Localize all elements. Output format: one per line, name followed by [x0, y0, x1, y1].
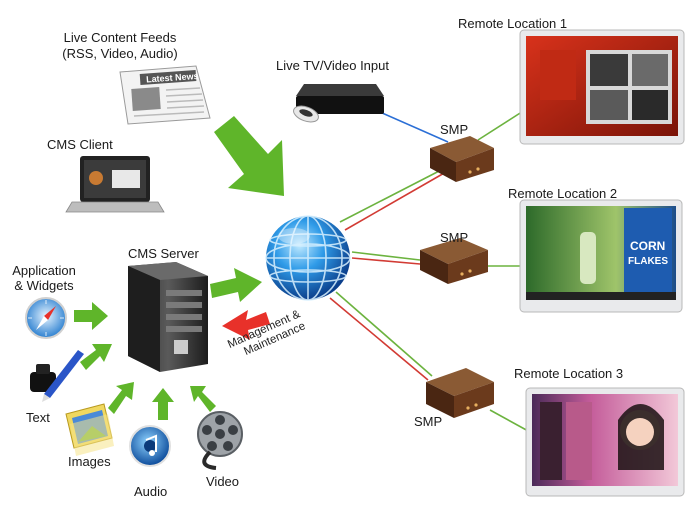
- remote-screen-1: [519, 29, 685, 145]
- input-arrows: [74, 268, 262, 420]
- arrow-server-to-globe-icon: [210, 268, 262, 302]
- images-icon: [65, 403, 114, 456]
- newspaper-icon: Latest News: [119, 65, 211, 125]
- remote-screen-3: [525, 387, 685, 497]
- video-label: Video: [206, 474, 240, 489]
- smp-box-3-icon: [426, 368, 494, 418]
- audio-icon: [129, 425, 171, 467]
- management-arrow-icon: [222, 310, 270, 340]
- line-globe-smp2-green: [351, 251, 421, 261]
- line-globe-smp2-red: [351, 257, 421, 265]
- text-ink-pen-icon: [30, 350, 84, 402]
- newspaper-title: Latest News: [146, 71, 199, 85]
- video-reel-icon: [197, 411, 243, 470]
- application-label-line1: Application: [12, 263, 76, 278]
- remote-screen-2: CORN FLAKES: [519, 199, 683, 313]
- arrow-video-icon: [190, 386, 216, 412]
- text-label: Text: [26, 410, 50, 425]
- smp-label-1: SMP: [440, 122, 469, 137]
- smp-box-2-icon: [420, 238, 488, 284]
- live-feeds-label-line1: Live Content Feeds: [63, 30, 177, 45]
- smp-label-3: SMP: [414, 414, 443, 429]
- laptop-icon: [65, 156, 165, 213]
- application-icon: [25, 297, 67, 339]
- cms-client-label: CMS Client: [47, 137, 113, 152]
- line-globe-smp1-red: [344, 171, 447, 231]
- arrow-app-icon: [74, 302, 108, 330]
- cms-server-label: CMS Server: [128, 246, 199, 261]
- audio-label: Audio: [134, 484, 168, 499]
- arrow-audio-icon: [152, 388, 174, 420]
- remote-location-1-label: Remote Location 1: [458, 16, 568, 31]
- application-label-line2: & Widgets: [14, 278, 74, 293]
- remote-location-2-label: Remote Location 2: [508, 186, 618, 201]
- line-smp3-screen3: [489, 409, 531, 433]
- live-tv-label: Live TV/Video Input: [276, 58, 389, 73]
- line-globe-smp3-red: [329, 297, 429, 381]
- images-label: Images: [68, 454, 111, 469]
- globe-icon: [265, 215, 351, 301]
- tv-box-icon: [293, 84, 384, 123]
- smp-box-1-icon: [430, 136, 494, 182]
- line-globe-smp1-green: [339, 167, 446, 223]
- line-tv-smp1: [379, 111, 449, 143]
- connection-lines: [329, 107, 531, 433]
- smp-label-2: SMP: [440, 230, 469, 245]
- line-globe-smp3-green: [335, 291, 433, 377]
- remote-location-3-label: Remote Location 3: [514, 366, 624, 381]
- screen2-brand2: FLAKES: [628, 256, 668, 267]
- arrow-text-icon: [80, 344, 112, 370]
- feed-arrow-icon: [214, 116, 284, 196]
- server-icon: [128, 262, 208, 372]
- live-feeds-label-line2: (RSS, Video, Audio): [62, 46, 178, 61]
- arrow-images-icon: [108, 382, 134, 414]
- screen2-brand: CORN: [630, 239, 665, 253]
